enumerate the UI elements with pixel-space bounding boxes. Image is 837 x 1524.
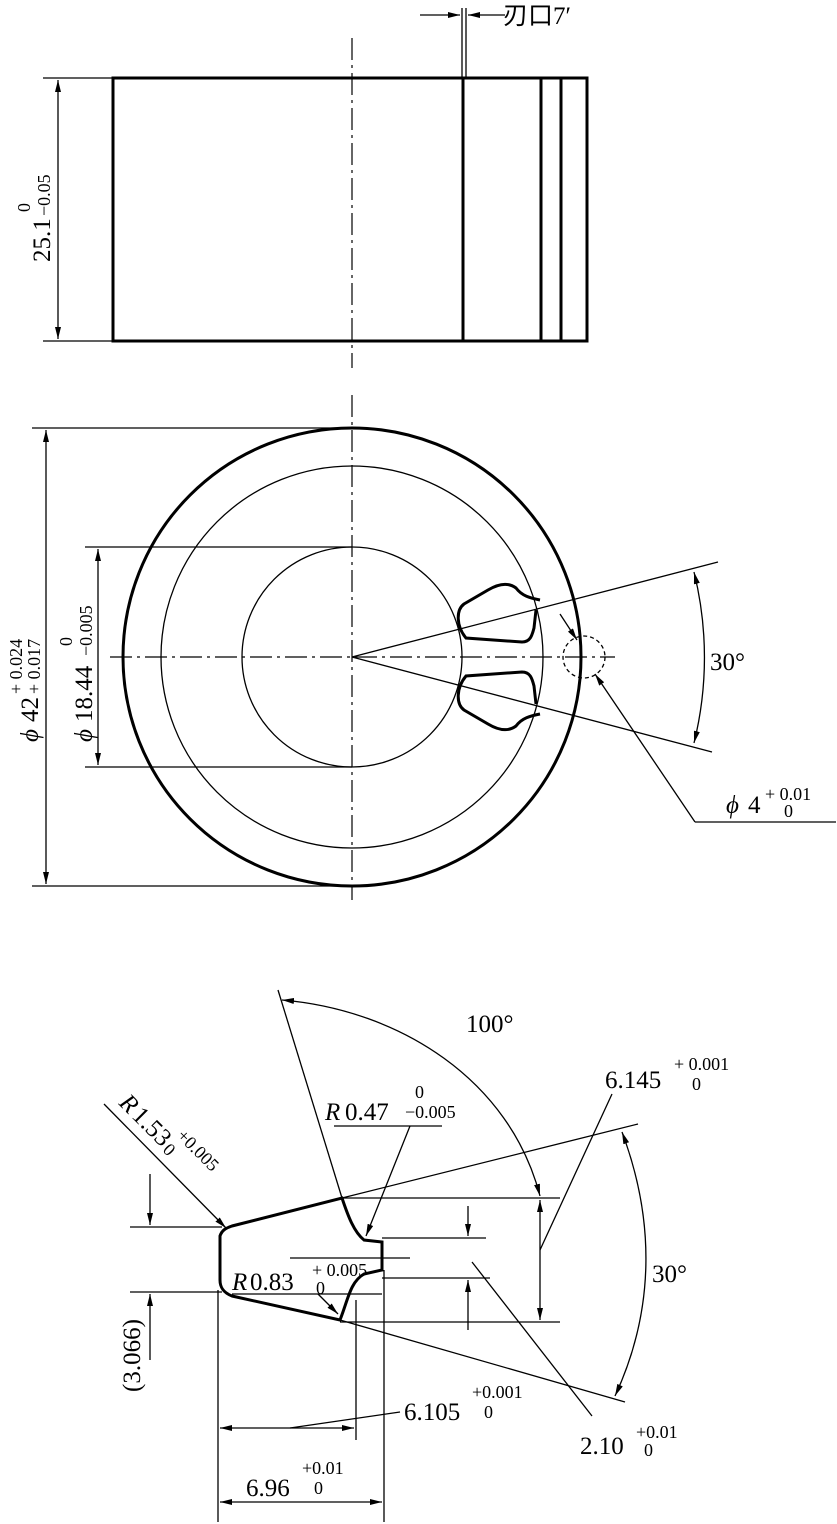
hole-dia-symbol: ϕ: [726, 792, 739, 819]
r083-lower-tol: 0: [316, 1278, 325, 1298]
pin-hole-leader-2: [559, 613, 578, 641]
dim-6145-leader: [539, 1093, 613, 1251]
dim-6105-leader: [289, 1411, 401, 1429]
r047-prefix: R: [324, 1099, 340, 1126]
hole-dia-upper-tol: + 0.01: [765, 784, 811, 804]
hole-dia-lower-tol: 0: [784, 801, 793, 821]
pin-hole-circle: [562, 635, 606, 679]
dim-6145-nominal: 6.145: [605, 1067, 661, 1094]
dim-6105-lower-tol: 0: [484, 1402, 493, 1422]
r047-upper-tol: 0: [415, 1082, 424, 1102]
angle-ray-upper: [351, 561, 719, 658]
detail-slot-profile: [218, 1196, 384, 1322]
height-nominal: 25.1: [29, 218, 56, 262]
inner-dia-symbol: ϕ: [71, 729, 98, 742]
upper-slot-profile: [456, 582, 541, 644]
r083-upper-tol: + 0.005: [312, 1260, 367, 1280]
pin-hole-leader: [594, 673, 696, 823]
detail-view: 100° 30° 6.145 + 0.001 0 2.10 +0.01 0 R …: [103, 989, 729, 1522]
r083-nominal: 0.83: [250, 1269, 294, 1296]
r047-lower-tol: −0.005: [405, 1102, 456, 1122]
angle-100-arc: [281, 998, 541, 1197]
r047-nominal: 0.47: [345, 1099, 389, 1126]
outer-diameter-dimension: ϕ 42 + 0.024 + 0.017: [6, 639, 44, 742]
r083-prefix: R: [231, 1269, 247, 1296]
inner-diameter-dimension: ϕ 18.44 0 −0.005: [56, 605, 98, 742]
front-angle-label: 30°: [710, 649, 745, 676]
r153-upper-tol: +0.005: [173, 1125, 223, 1175]
dim-210-nominal: 2.10: [580, 1433, 624, 1460]
inner-dia-nominal: 18.44: [71, 665, 98, 722]
detail-100-leg: [277, 989, 343, 1199]
dim-6145-lower-tol: 0: [692, 1074, 701, 1094]
dim-6105-nominal: 6.105: [404, 1399, 460, 1426]
dim-696-upper-tol: +0.01: [302, 1458, 344, 1478]
height-dimension: 25.1 0 −0.05: [14, 174, 56, 262]
angle-30-arc: [693, 571, 706, 744]
height-lower-tol: −0.05: [34, 174, 54, 216]
lower-slot-profile: [456, 670, 541, 732]
top-view-outline: [111, 76, 589, 343]
inner-dia-upper-tol: 0: [56, 637, 76, 646]
dim-210-lower-tol: 0: [644, 1440, 653, 1460]
dim-6105-upper-tol: +0.001: [472, 1382, 523, 1402]
inner-dia-lower-tol: −0.005: [76, 605, 96, 656]
angle-ray-lower: [351, 656, 713, 753]
detail-angle-30-label: 30°: [652, 1261, 687, 1288]
ref-dim-value: (3.066): [119, 1319, 146, 1392]
r153-dimension: R 1.53 +0.005 0: [113, 1088, 223, 1175]
detail-lower-taper-line: [339, 1319, 626, 1403]
outer-dia-nominal: 42: [17, 697, 44, 722]
angle-30-detail-arc: [614, 1131, 647, 1397]
detail-angle-100-label: 100°: [466, 1011, 514, 1038]
hole-dia-nominal: 4: [748, 792, 761, 819]
outer-dia-lower-tol: + 0.017: [24, 639, 44, 694]
dim-6145-upper-tol: + 0.001: [674, 1054, 729, 1074]
r153-leader: [103, 1103, 227, 1229]
height-upper-tol: 0: [14, 203, 34, 212]
front-view: 30° ϕ 4 + 0.01 0 ϕ 42 + 0.024 + 0.017 ϕ …: [6, 395, 836, 900]
dim-210-upper-tol: +0.01: [636, 1422, 678, 1442]
outer-dia-symbol: ϕ: [17, 729, 44, 742]
dim-696-nominal: 6.96: [246, 1475, 290, 1502]
r083-leader: [317, 1293, 339, 1315]
ref-dimension: (3.066): [119, 1319, 146, 1392]
top-view: 25.1 0 −0.05 刃口7′: [14, 3, 589, 368]
edge-angle-label: 刃口7′: [503, 3, 571, 30]
dim-210-leader: [471, 1261, 593, 1417]
dim-696-lower-tol: 0: [314, 1478, 323, 1498]
r047-leader: [365, 1125, 411, 1237]
outer-dia-upper-tol: + 0.024: [6, 639, 26, 694]
